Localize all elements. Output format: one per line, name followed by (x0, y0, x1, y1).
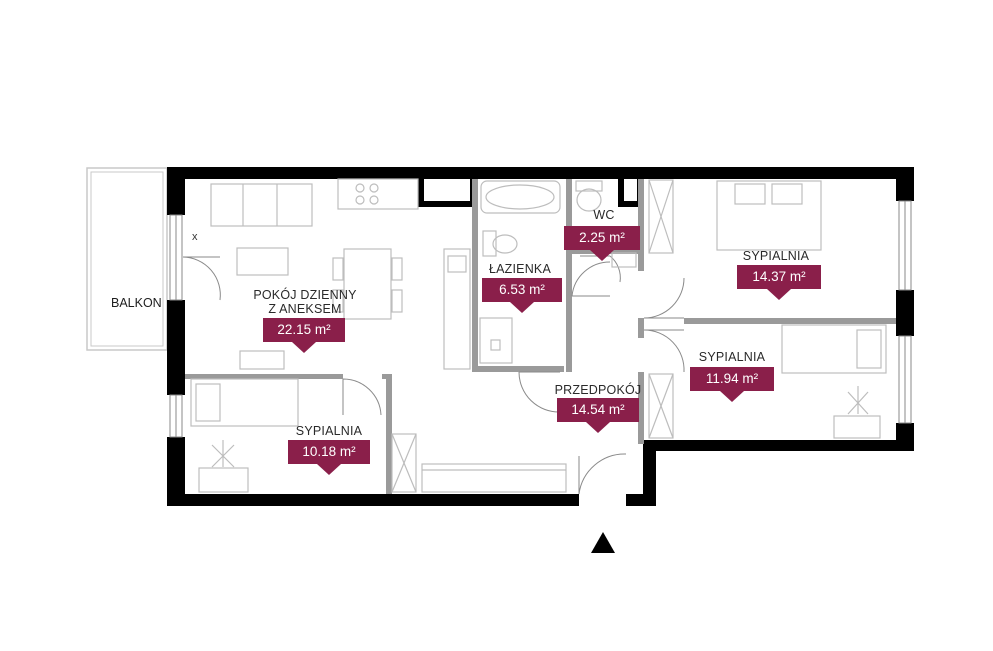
room-name-line1: POKÓJ DZIENNY (253, 288, 357, 302)
door-swing-mark: x (192, 231, 198, 243)
area-badge-bedroom-sw: 10.18 m² (288, 440, 370, 475)
area-badge-living: 22.15 m² (263, 318, 345, 353)
room-name-living: POKÓJ DZIENNY Z ANEKSEM (242, 288, 368, 316)
area-badge-bedroom-e: 11.94 m² (690, 367, 774, 402)
room-name-bedroom-e: SYPIALNIA (698, 350, 766, 364)
windows (169, 200, 912, 438)
room-name-bedroom-ne: SYPIALNIA (742, 249, 810, 263)
room-name-bedroom-sw: SYPIALNIA (295, 424, 363, 438)
balcony-label: BALKON (111, 296, 162, 310)
area-badge-bathroom: 6.53 m² (482, 278, 562, 313)
area-badge-bedroom-ne: 14.37 m² (737, 265, 821, 300)
room-name-hall: PRZEDPOKÓJ (554, 383, 642, 397)
room-name-line2: Z ANEKSEM (268, 302, 342, 316)
room-name-wc: WC (593, 208, 615, 222)
entrance-arrow-icon (591, 532, 615, 553)
balcony (86, 167, 168, 351)
area-badge-hall: 14.54 m² (557, 398, 639, 433)
area-badge-wc: 2.25 m² (564, 226, 640, 261)
room-name-bathroom: ŁAZIENKA (488, 262, 552, 276)
